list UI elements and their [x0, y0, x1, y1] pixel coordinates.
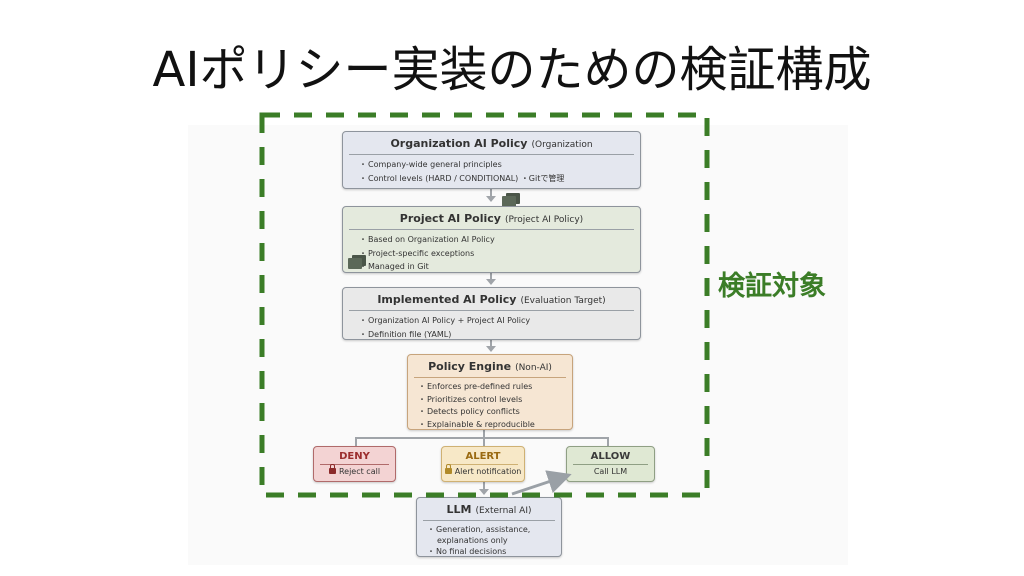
alert-title: ALERT — [465, 451, 501, 462]
connector-engine-stem — [483, 430, 485, 438]
list-item: Project-specific exceptions — [368, 247, 640, 261]
connector-branch-deny — [355, 437, 357, 446]
list-item: Managed in Git — [368, 260, 640, 274]
implemented-title: Implemented AI Policy — [377, 293, 517, 306]
connector-branch-allow — [607, 437, 609, 446]
implemented-subtitle: (Evaluation Target) — [520, 296, 606, 306]
organization-title: Organization AI Policy — [390, 137, 528, 150]
project-title: Project AI Policy — [399, 212, 501, 225]
project-subtitle: (Project AI Policy) — [504, 215, 584, 225]
organization-ai-policy-box: Organization AI Policy(Organization Comp… — [342, 131, 641, 189]
project-ai-policy-box: Project AI Policy(Project AI Policy) Bas… — [342, 206, 641, 273]
list-item: Explainable & reproducible — [427, 419, 572, 432]
divider — [349, 154, 634, 155]
list-item: Enforces pre-defined rules — [427, 381, 572, 394]
folder-icon — [502, 193, 520, 207]
slide-title: AIポリシー実装のための検証構成 — [152, 42, 872, 98]
verification-target-frame — [259, 112, 710, 498]
list-item: Control levels (HARD / CONDITIONAL) ・Git… — [368, 172, 640, 186]
divider — [320, 464, 389, 465]
engine-title: Policy Engine — [428, 360, 512, 373]
connector-org-project — [490, 189, 492, 197]
list-item: Detects policy conflicts — [427, 406, 572, 419]
alert-text: Alert notification — [454, 467, 522, 476]
arrow-llm-to-allow — [511, 470, 572, 496]
deny-box: DENY Reject call — [313, 446, 396, 482]
connector-project-impl — [490, 273, 492, 280]
list-item: Definition file (YAML) — [368, 328, 640, 342]
arrow-project-impl — [486, 279, 496, 285]
arrow-impl-engine — [486, 346, 496, 352]
implemented-ai-policy-box: Implemented AI Policy(Evaluation Target)… — [342, 287, 641, 340]
divider — [414, 377, 566, 378]
llm-title: LLM — [446, 503, 472, 516]
verification-target-label: 検証対象 — [718, 271, 826, 302]
allow-text: Call LLM — [593, 467, 628, 476]
connector-branch-horizontal — [355, 437, 609, 439]
list-item: Organization AI Policy + Project AI Poli… — [368, 314, 640, 328]
allow-box: ALLOW Call LLM — [566, 446, 655, 482]
list-item: Based on Organization AI Policy — [368, 233, 640, 247]
organization-subtitle: (Organization — [531, 140, 593, 150]
deny-text: Reject call — [338, 467, 381, 476]
divider — [448, 464, 518, 465]
folder-icon — [348, 255, 366, 269]
divider — [573, 464, 648, 465]
divider — [349, 310, 634, 311]
connector-alert-llm — [483, 482, 485, 490]
list-item: Company-wide general principles — [368, 158, 640, 172]
arrow-alert-llm — [479, 489, 489, 495]
divider — [349, 229, 634, 230]
llm-subtitle: (External AI) — [475, 506, 532, 516]
llm-box: LLM(External AI) Generation, assistance,… — [416, 497, 562, 557]
lock-icon — [328, 464, 336, 474]
arrow-org-project — [486, 196, 496, 202]
alert-box: ALERT Alert notification — [441, 446, 525, 482]
divider — [423, 520, 555, 521]
list-item: Generation, assistance, explanations onl… — [436, 524, 547, 546]
list-item: Prioritizes control levels — [427, 394, 572, 407]
list-item: No final decisions — [436, 546, 561, 557]
policy-engine-box: Policy Engine(Non-AI) Enforces pre-defin… — [407, 354, 573, 430]
lock-icon — [444, 464, 452, 474]
deny-title: DENY — [339, 451, 370, 462]
engine-subtitle: (Non-AI) — [515, 363, 552, 373]
allow-title: ALLOW — [590, 451, 631, 462]
connector-impl-engine — [490, 340, 492, 347]
connector-branch-alert — [483, 437, 485, 446]
